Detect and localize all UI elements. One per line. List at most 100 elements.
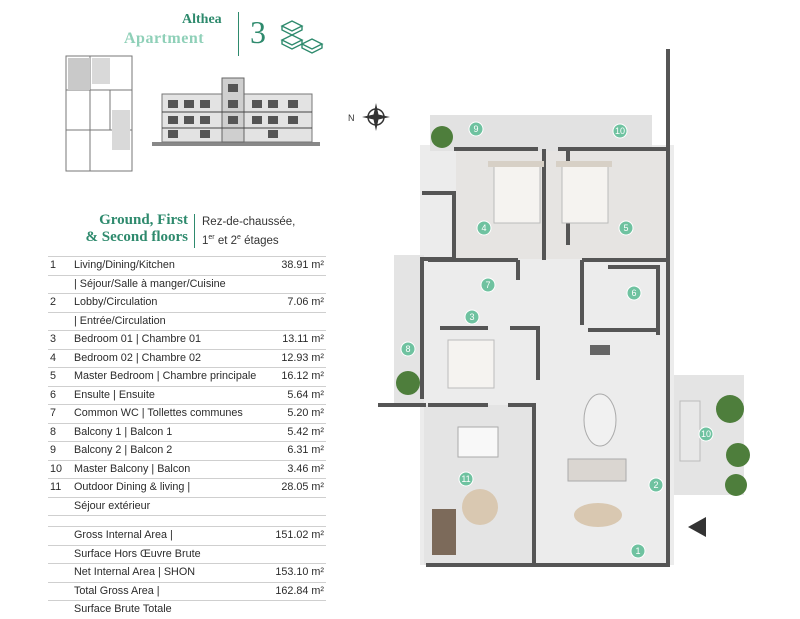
row-number: 4 — [50, 351, 57, 364]
row-label: Balcony 2 | Balcon 2 — [74, 444, 173, 456]
room-marker-label: 9 — [473, 124, 478, 134]
schedule-row: Séjour extérieur — [48, 496, 326, 516]
row-label: Lobby/Circulation — [74, 296, 158, 308]
building-elevation — [152, 77, 320, 146]
row-label: Bedroom 02 | Chambre 02 — [74, 351, 202, 364]
row-label: Outdoor Dining & living | — [74, 481, 191, 493]
schedule-row: 8 Balcony 1 | Balcon 1 5.42 m² — [48, 422, 326, 442]
row-value: 28.05 m² — [281, 481, 324, 493]
room-marker-label: 6 — [631, 288, 636, 298]
floors-subtitle-line2: 1er et 2e étages — [202, 234, 279, 247]
coffee-table-round — [462, 489, 498, 525]
row-label: Balcony 1 | Balcon 1 — [74, 425, 173, 438]
dining-table-oval — [583, 393, 617, 447]
schedule-gap — [48, 515, 326, 526]
row-label: Bedroom 01 | Chambre 01 — [74, 333, 202, 345]
schedule-row: Surface Hors Œuvre Brute — [48, 544, 326, 564]
bed-icons — [280, 20, 324, 54]
schedule-row: Total Gross Area | 162.84 m² — [48, 581, 326, 601]
row-number: 3 — [50, 333, 57, 345]
row-value: 151.02 m² — [275, 529, 324, 541]
row-label: Séjour extérieur — [74, 499, 151, 512]
entry-arrow-icon — [688, 517, 706, 537]
schedule-row: Net Internal Area | SHON 153.10 m² — [48, 563, 326, 582]
schedule-row: 4 Bedroom 02 | Chambre 02 12.93 m² — [48, 348, 326, 368]
room-marker-label: 7 — [485, 280, 490, 290]
schedule-row: 7 Common WC | Tollettes communes 5.20 m² — [48, 404, 326, 423]
row-label: Gross Internal Area | — [74, 529, 173, 541]
apartment-type: Apartment — [124, 30, 205, 47]
room-marker: 8 — [400, 341, 416, 357]
bed-bedroom-02 — [488, 161, 544, 224]
row-label: Common WC | Tollettes communes — [74, 407, 243, 419]
floor-plan: N 1 2 3 4 5 6 7 8 9 10 10 11 — [348, 49, 750, 567]
rug-living — [574, 503, 622, 527]
room-marker: 5 — [618, 220, 634, 236]
floors-title-line1: Ground, First — [99, 212, 188, 228]
compass-icon — [362, 103, 390, 131]
floors-divider — [194, 214, 195, 248]
apartment-title-block: Althea Apartment 3 — [120, 8, 340, 58]
row-value: 12.93 m² — [281, 351, 324, 364]
schedule-row: 3 Bedroom 01 | Chambre 01 13.11 m² — [48, 330, 326, 349]
row-label: Total Gross Area | — [74, 584, 160, 597]
row-value: 162.84 m² — [275, 584, 324, 597]
row-value: 5.42 m² — [287, 425, 324, 438]
room-marker: 10 — [612, 123, 628, 139]
brand-name: Althea — [182, 12, 222, 27]
bed-master-bedroom — [556, 161, 612, 224]
room-marker: 4 — [476, 220, 492, 236]
outdoor-dining-table — [457, 426, 499, 458]
row-number: 7 — [50, 407, 57, 419]
room-marker: 10 — [698, 426, 714, 442]
row-number: 8 — [50, 425, 57, 438]
bedroom-count: 3 — [250, 14, 266, 50]
row-label: | Séjour/Salle à manger/Cuisine — [74, 277, 226, 290]
sofa-living — [567, 458, 627, 482]
key-plan-thumbnail — [65, 55, 133, 172]
kitchen-island — [590, 345, 610, 355]
sofa-outdoor — [432, 509, 456, 555]
row-number: 9 — [50, 444, 57, 456]
row-value: 16.12 m² — [281, 370, 324, 382]
room-marker: 2 — [648, 477, 664, 493]
floors-subtitle: Rez-de-chaussée, 1er et 2e étages — [202, 214, 295, 249]
compass-label: N — [348, 113, 355, 123]
floors-subtitle-line1: Rez-de-chaussée, — [202, 216, 296, 228]
row-label: Master Bedroom | Chambre principale — [74, 370, 257, 382]
floors-title: Ground, First & Second floors — [62, 212, 189, 246]
room-marker-label: 2 — [653, 480, 658, 490]
bed-bedroom-01 — [447, 339, 495, 389]
schedule-row: Surface Brute Totale — [48, 600, 326, 619]
row-value: 153.10 m² — [275, 566, 324, 578]
row-value: 3.46 m² — [287, 462, 324, 475]
row-value: 5.20 m² — [287, 407, 324, 419]
title-divider — [238, 12, 239, 56]
row-number: 10 — [50, 462, 63, 475]
room-marker: 11 — [458, 471, 474, 487]
room-marker-label: 10 — [615, 126, 625, 136]
row-label: | Entrée/Circulation — [74, 314, 166, 327]
schedule-row: Gross Internal Area | 151.02 m² — [48, 526, 326, 545]
room-marker: 6 — [626, 285, 642, 301]
room-marker-label: 10 — [701, 429, 711, 439]
room-marker-label: 8 — [405, 344, 410, 354]
row-label: Surface Hors Œuvre Brute — [74, 547, 201, 560]
row-label: Surface Brute Totale — [74, 603, 172, 615]
room-marker: 3 — [464, 309, 480, 325]
row-value: 13.11 m² — [282, 333, 324, 345]
room-marker-label: 11 — [461, 474, 470, 484]
room-marker: 1 — [630, 543, 646, 559]
row-number: 6 — [50, 388, 57, 401]
row-label: Net Internal Area | SHON — [74, 566, 196, 578]
row-number: 2 — [50, 296, 57, 308]
room-marker-label: 3 — [469, 312, 474, 322]
